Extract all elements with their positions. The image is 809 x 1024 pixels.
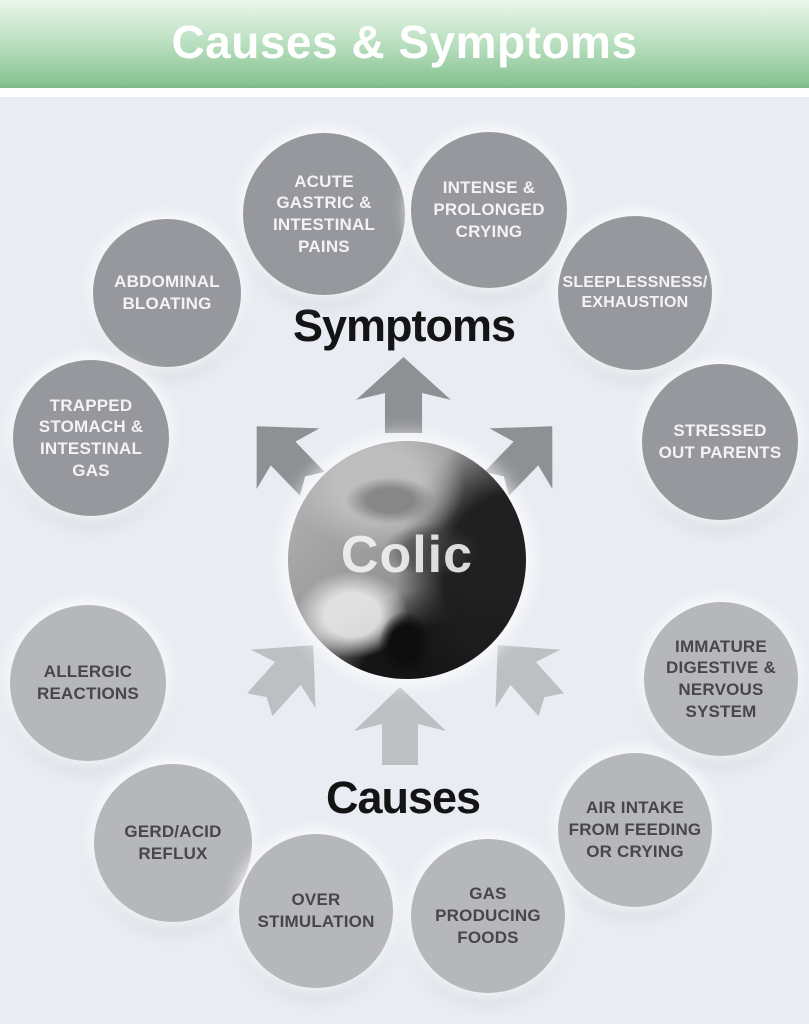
cause-arrow-up-left-icon — [462, 613, 586, 736]
cause-arrow-up-right-icon — [224, 613, 348, 736]
cause-circle-gas-producing-foods: GAS PRODUCING FOODS — [411, 839, 565, 993]
symptom-circle-stressed-out-parents: STRESSED OUT PARENTS — [642, 364, 798, 520]
symptom-arrow-up-left-icon — [223, 393, 347, 517]
banner-divider — [0, 88, 809, 97]
symptom-circle-sleeplessness-exhaustion: SLEEPLESSNESS/ EXHAUSTION — [558, 216, 712, 370]
page-title: Causes & Symptoms — [171, 16, 638, 68]
header-banner: Causes & Symptoms — [0, 0, 809, 88]
symptom-arrow-up-right-icon — [463, 393, 587, 517]
cause-circle-immature-digestive-nervous-system: IMMATURE DIGESTIVE & NERVOUS SYSTEM — [644, 602, 798, 756]
symptom-circle-abdominal-bloating: ABDOMINAL BLOATING — [93, 219, 241, 367]
symptom-circle-acute-gastric-intestinal-pains: ACUTE GASTRIC & INTESTINAL PAINS — [243, 133, 405, 295]
symptom-circle-intense-prolonged-crying: INTENSE & PROLONGED CRYING — [411, 132, 567, 288]
cause-circle-over-stimulation: OVER STIMULATION — [239, 834, 393, 988]
cause-circle-gerd-acid-reflux: GERD/ACID REFLUX — [94, 764, 252, 922]
cause-circle-air-intake-from-feeding-or-crying: AIR INTAKE FROM FEEDING OR CRYING — [558, 753, 712, 907]
cause-arrow-up-icon — [350, 687, 450, 765]
symptoms-heading: Symptoms — [292, 300, 516, 351]
symptom-circle-trapped-stomach-intestinal-gas: TRAPPED STOMACH & INTESTINAL GAS — [13, 360, 169, 516]
causes-heading: Causes — [325, 772, 481, 823]
colic-label: Colic — [340, 526, 474, 584]
colic-center-photo: Colic — [288, 441, 526, 679]
symptom-arrow-up-icon — [352, 357, 455, 433]
cause-circle-allergic-reactions: ALLERGIC REACTIONS — [10, 605, 166, 761]
